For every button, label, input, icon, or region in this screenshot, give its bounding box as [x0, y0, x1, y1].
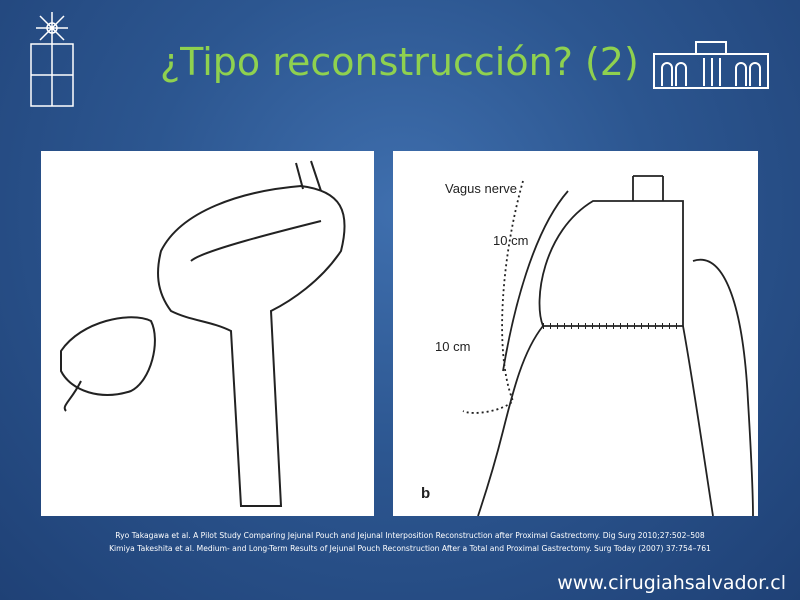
- figure-jejunal-pouch-drawing: [41, 151, 374, 516]
- panel-letter: b: [421, 485, 431, 502]
- citations: Ryo Takagawa et al. A Pilot Study Compar…: [60, 529, 760, 555]
- hospital-building-logo: [653, 41, 769, 89]
- length-label-top: 10 cm: [493, 233, 529, 248]
- figure-jejunal-interposition-diagram: Vagus nerve 10 cm 10 cm b: [393, 151, 758, 516]
- footer-url: www.cirugiahsalvador.cl: [557, 572, 786, 594]
- citation: Kimiya Takeshita et al. Medium- and Long…: [109, 544, 711, 553]
- vagus-nerve-label: Vagus nerve: [445, 181, 518, 196]
- citation: Ryo Takagawa et al. A Pilot Study Compar…: [115, 531, 705, 540]
- university-crest-logo: [30, 12, 74, 107]
- pouch-illustration: [60, 160, 346, 507]
- slide-title: ¿Tipo reconstrucción? (2): [160, 40, 639, 84]
- length-label-bottom: 10 cm: [435, 339, 471, 354]
- interposition-illustration: [462, 175, 754, 516]
